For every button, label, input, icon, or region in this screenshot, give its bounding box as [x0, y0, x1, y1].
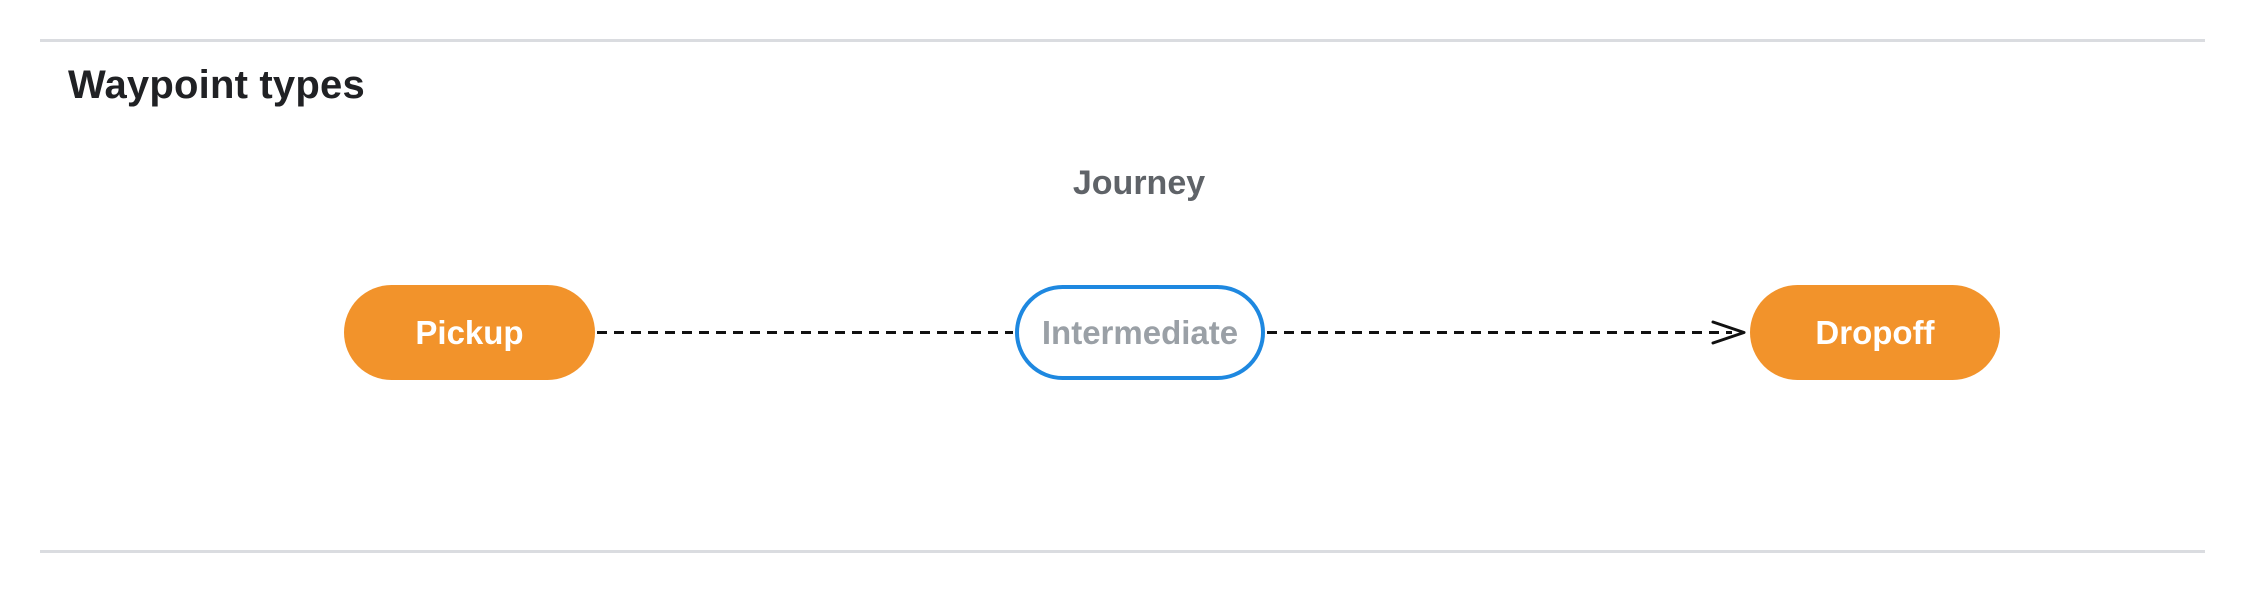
bottom-divider [40, 550, 2205, 553]
node-intermediate: Intermediate [1015, 285, 1265, 380]
arrow-head-icon [1711, 320, 1746, 345]
page-title: Waypoint types [68, 63, 365, 107]
node-intermediate-label: Intermediate [1041, 313, 1239, 351]
top-divider [40, 39, 2205, 42]
node-dropoff: Dropoff [1750, 285, 2000, 380]
node-dropoff-label: Dropoff [1815, 313, 1935, 351]
journey-label: Journey [1072, 164, 1206, 202]
node-pickup: Pickup [344, 285, 595, 380]
node-pickup-label: Pickup [415, 313, 524, 351]
